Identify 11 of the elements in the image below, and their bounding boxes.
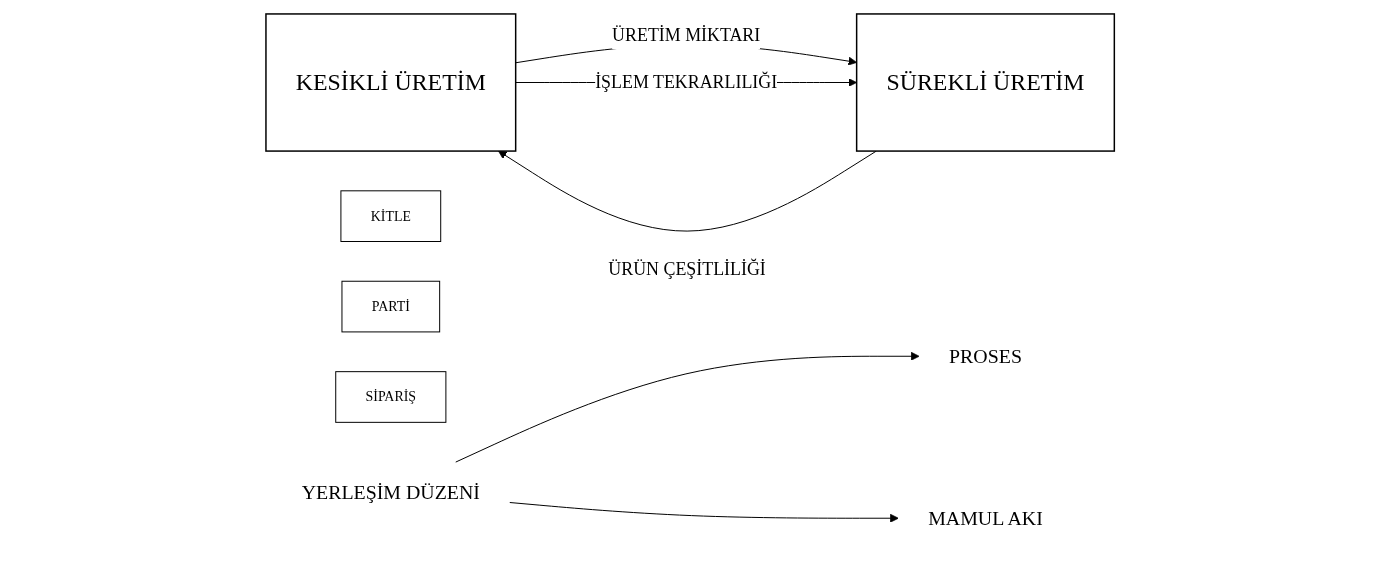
node-text: MAMUL AKI [928, 506, 1043, 529]
node-box: SİPARİŞ [335, 370, 447, 423]
edge-label: ÜRÜN ÇEŞİTLİLİĞİ [608, 259, 766, 279]
node-box: KESİKLİ ÜRETİM [265, 12, 517, 152]
node-text: YERLEŞİM DÜZENİ [301, 480, 480, 503]
node-text: PROSES [948, 344, 1022, 367]
edge-label: ÜRETİM MİKTARI [611, 24, 761, 45]
edge-label: İŞLEM TEKRARLILIĞI [595, 71, 778, 92]
node-box: KİTLE [340, 189, 442, 242]
node-box: PARTİ [341, 280, 440, 332]
node-box: SÜREKLİ ÜRETİM [855, 12, 1115, 152]
